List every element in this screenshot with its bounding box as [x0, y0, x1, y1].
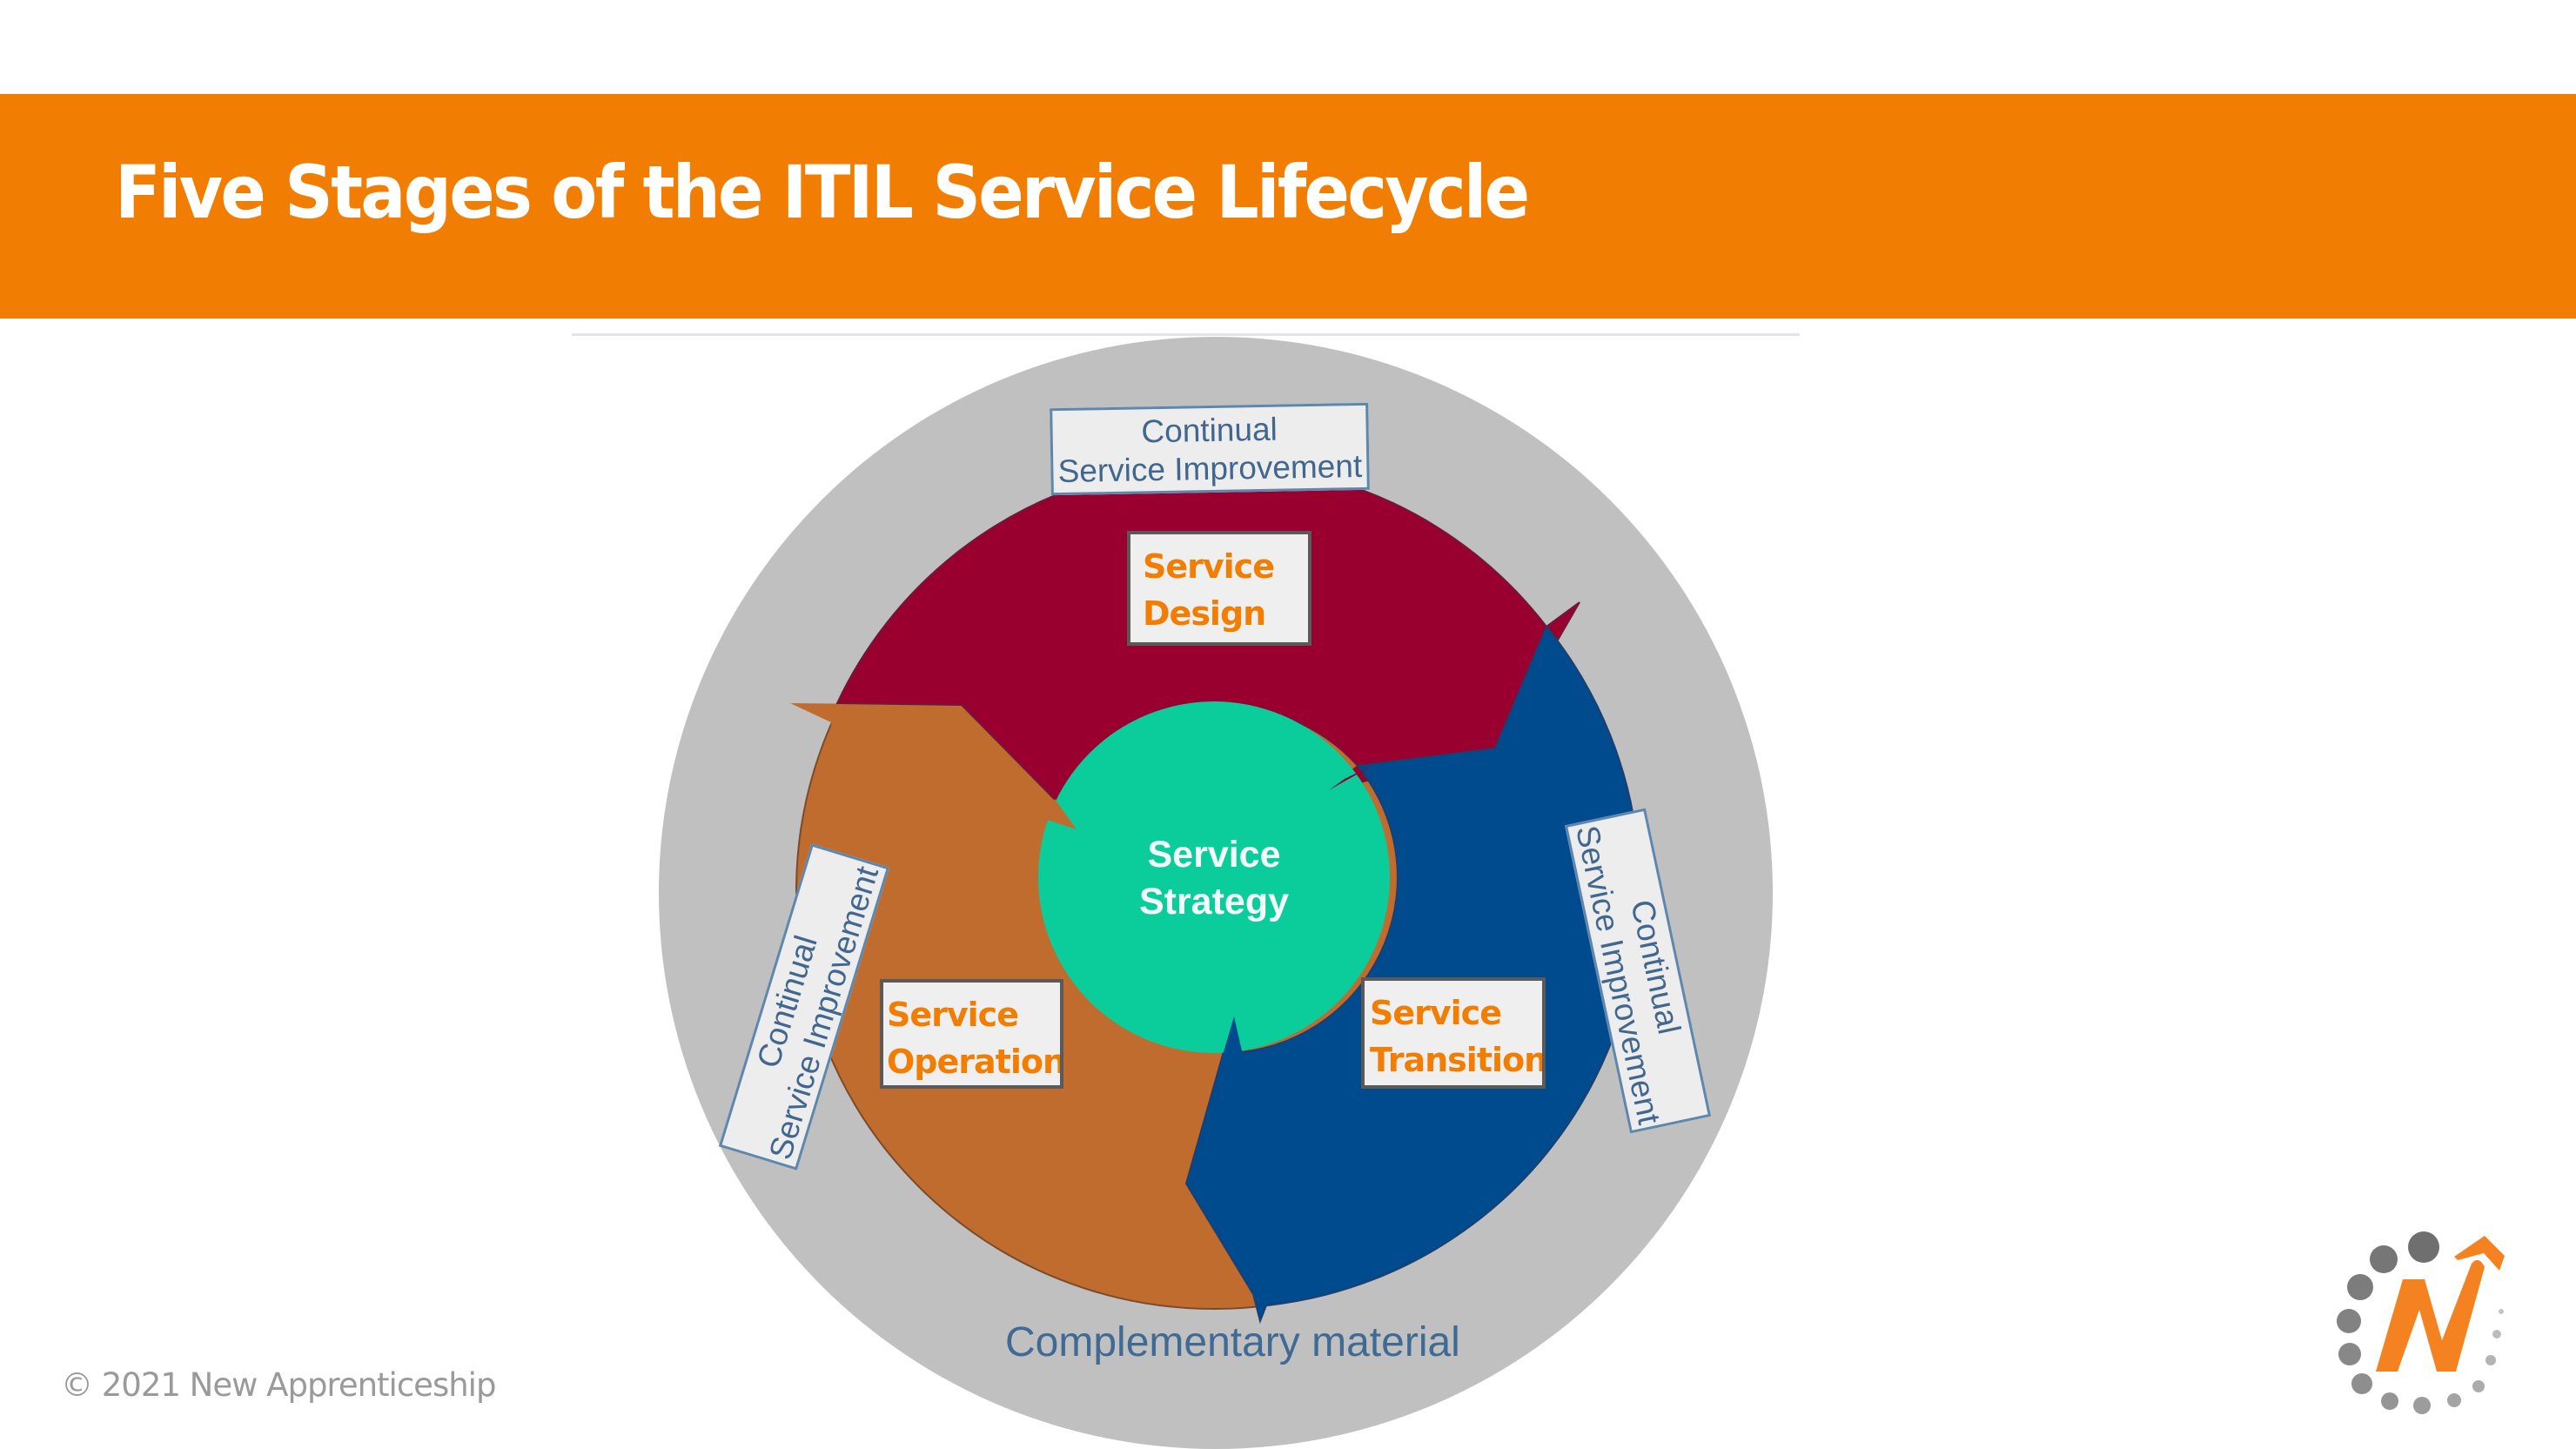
complementary-material-label: Complementary material — [1005, 1319, 1460, 1365]
csi-top-line1: Continual — [1141, 411, 1278, 450]
logo-dot — [2413, 1397, 2431, 1414]
divider-line — [572, 333, 1800, 336]
service-transition-label: Service Transition — [1361, 977, 1546, 1089]
logo-dot — [2499, 1309, 2504, 1314]
logo-dot — [2485, 1355, 2496, 1365]
logo-dot — [2447, 1393, 2461, 1407]
service-strategy-label: Service Strategy — [1138, 834, 1290, 922]
logo-caret — [2454, 1236, 2505, 1271]
copyright-notice: © 2021 New Apprenticeship — [61, 1366, 496, 1404]
logo-dot — [2370, 1245, 2398, 1273]
logo-dot — [2472, 1380, 2485, 1392]
csi-top-line2: Service Improvement — [1057, 447, 1363, 490]
logo-dot — [2337, 1309, 2361, 1333]
logo-dot — [2351, 1373, 2372, 1394]
logo-dot — [2492, 1330, 2501, 1338]
service-operation-label: Service Operation — [880, 979, 1063, 1089]
logo-letter-n — [2376, 1259, 2485, 1372]
page-title: Five Stages of the ITIL Service Lifecycl… — [115, 150, 1530, 235]
transition-arrow-tip — [1223, 1016, 1243, 1055]
service-design-label: Service Design — [1127, 531, 1311, 646]
logo-dot — [2408, 1231, 2439, 1263]
operation-arrow-tip — [1042, 799, 1077, 829]
csi-label-top: Continual Service Improvement — [1050, 402, 1370, 496]
logo-dot — [2381, 1392, 2398, 1410]
design-arrow-tip — [1329, 764, 1375, 790]
logo-dot — [2347, 1274, 2373, 1300]
new-apprenticeship-logo — [2337, 1231, 2505, 1414]
service-strategy-circle — [1038, 701, 1390, 1053]
logo-dot — [2338, 1343, 2361, 1365]
service-operation-arrow — [790, 703, 1077, 835]
title-banner — [0, 94, 2576, 319]
